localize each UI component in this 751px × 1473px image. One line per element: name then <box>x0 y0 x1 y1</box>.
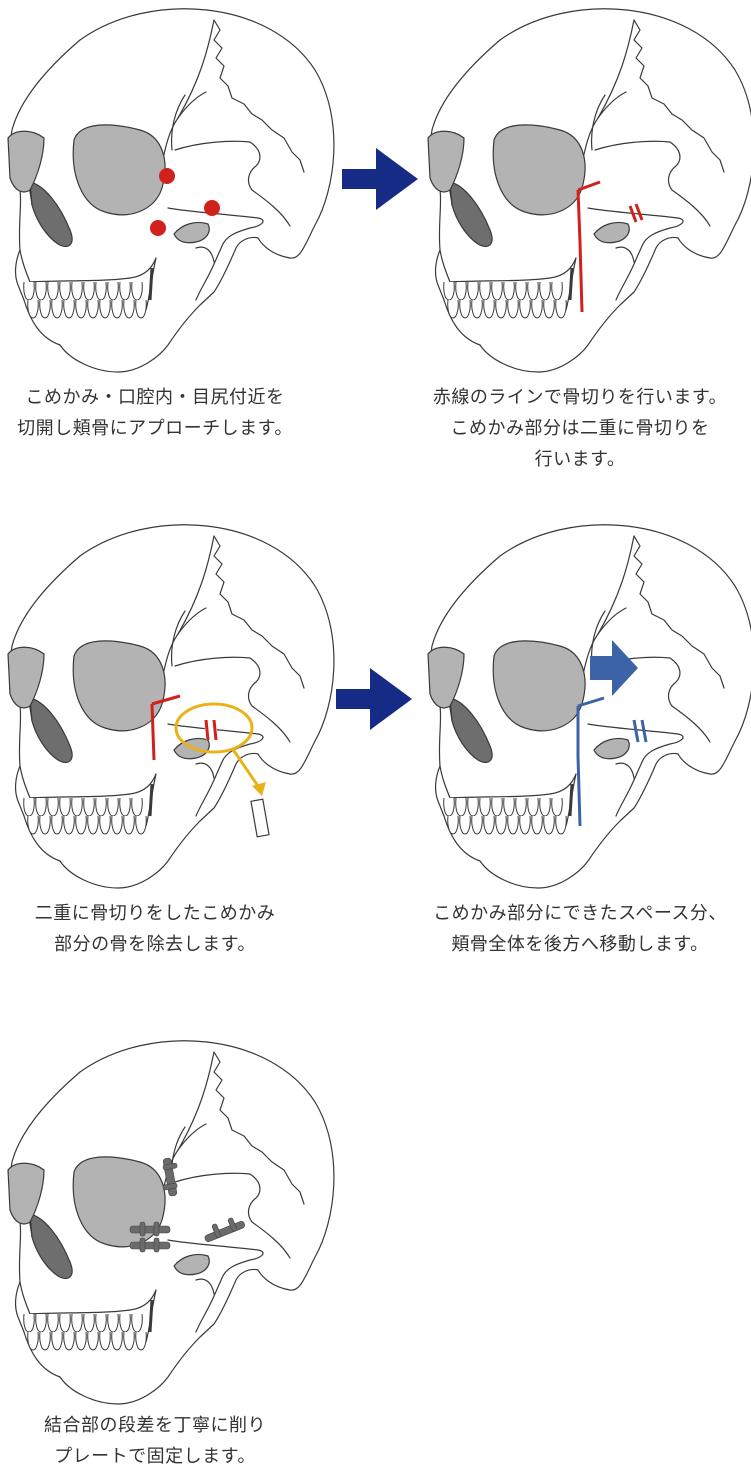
move-back-arrow-icon <box>576 640 648 827</box>
cut-line-icon <box>576 180 644 313</box>
step-3-caption: 二重に骨切りをしたこめかみ 部分の骨を除去します。 <box>34 903 276 955</box>
step-3-panel <box>0 516 340 891</box>
skull-icon <box>7 524 335 889</box>
skull-icon <box>427 8 751 373</box>
fixation-plate-icon <box>129 1157 245 1253</box>
step-4-panel <box>420 516 751 891</box>
step-2-caption: 赤線のラインで骨切りを行います。 こめかみ部分は二重に骨切りを 行います。 <box>432 387 728 470</box>
step-5-panel <box>0 1032 340 1407</box>
step-5-caption: 結合部の段差を丁寧に削り プレートで固定します。 <box>44 1415 266 1467</box>
incision-marker-icon <box>150 168 220 236</box>
step-1-caption: こめかみ・口腔内・目尻付近を 切開し頬骨にアプローチします。 <box>17 387 293 439</box>
skull-icon <box>427 524 751 889</box>
step-2-panel <box>420 0 751 375</box>
bone-removal-icon <box>150 694 270 838</box>
step-4-caption: こめかみ部分にできたスペース分、 頬骨全体を後方へ移動します。 <box>433 903 727 955</box>
arrow-right-icon <box>340 144 420 214</box>
step-1-panel <box>0 0 340 375</box>
skull-icon <box>7 8 335 373</box>
arrow-right-icon <box>334 664 414 734</box>
